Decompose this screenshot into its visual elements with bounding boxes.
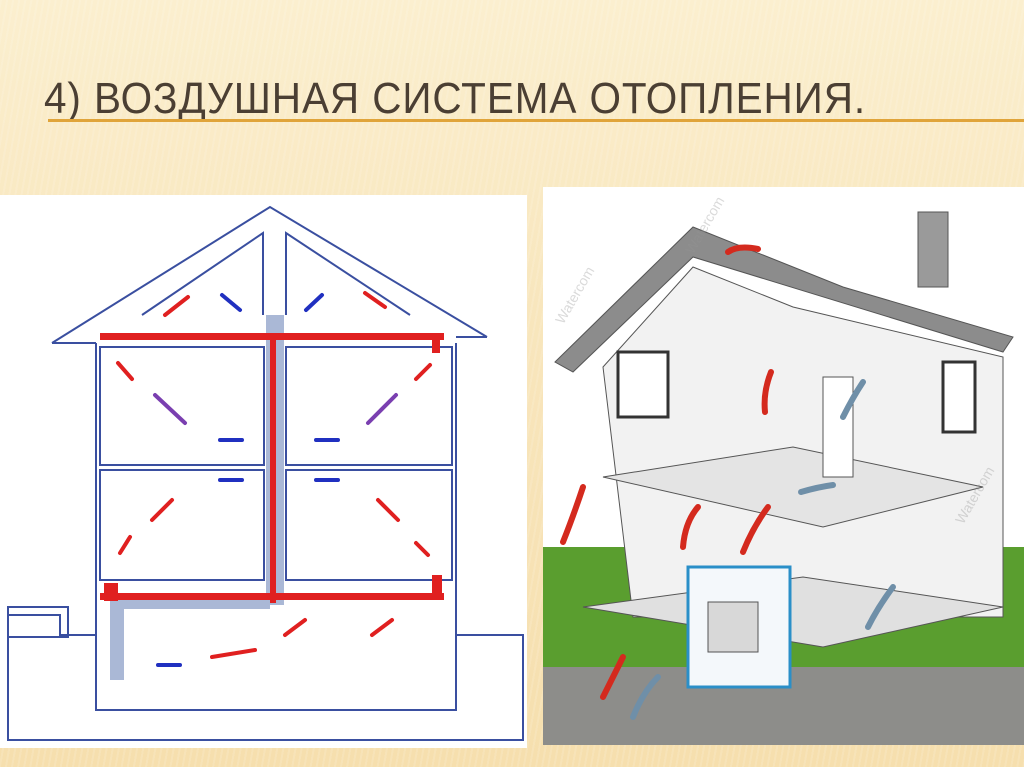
air-heating-scheme-image [0, 195, 527, 748]
slide-title: 4) ВОЗДУШНАЯ СИСТЕМА ОТОПЛЕНИЯ. [44, 74, 867, 123]
title-underline [48, 119, 1024, 122]
house-ventilation-illustration: Watercom Watercom Watercom [543, 187, 1024, 745]
